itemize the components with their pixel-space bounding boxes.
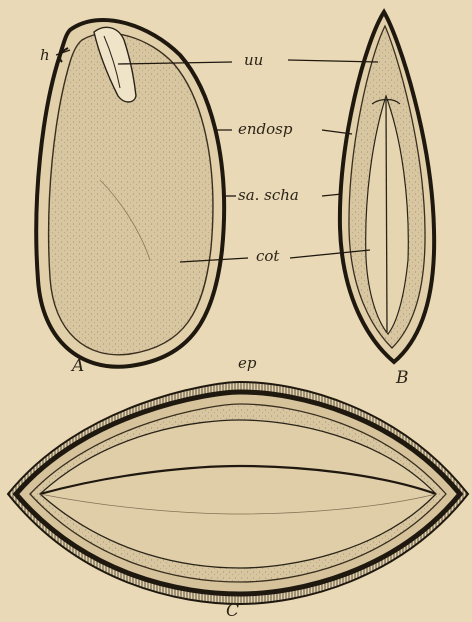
seed-b-drawing	[340, 12, 434, 362]
label-h: h	[40, 48, 50, 63]
label-c: C	[226, 603, 239, 620]
label-uu: uu	[244, 53, 263, 68]
label-cot: cot	[256, 249, 279, 264]
seed-c-drawing	[8, 382, 468, 604]
label-endosp: endosp	[238, 122, 292, 137]
label-ep: ep	[238, 356, 256, 371]
label-b: B	[396, 370, 409, 387]
seed-a-drawing	[36, 20, 224, 367]
label-a: A	[72, 358, 84, 375]
label-sa-scha: sa. scha	[238, 188, 299, 203]
